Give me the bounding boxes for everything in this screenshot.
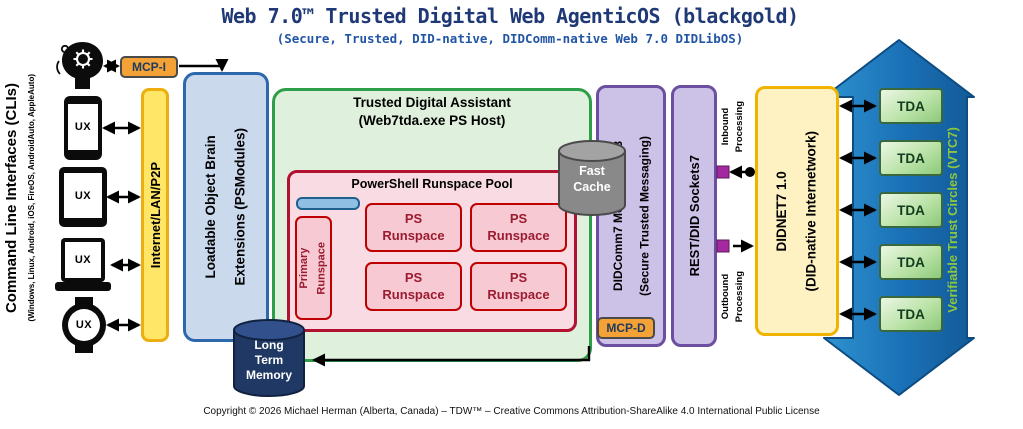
watch-strap — [75, 345, 93, 353]
tda-host-title: Trusted Digital Assistant (Web7tda.exe P… — [353, 95, 511, 128]
ux-label: UX — [74, 121, 92, 133]
watch-strap — [75, 297, 93, 305]
didcomm-messaging-box: DIDComm7 Messaging 1.3 (Secure Trusted M… — [596, 85, 666, 347]
ps-runspace-box: PS Runspace — [365, 203, 462, 252]
rest-did-sockets-box: REST/DID Sockets7 — [671, 85, 717, 347]
internet-lan-p2p-bar: Internet/LAN/P2P — [141, 88, 169, 342]
vtc-label: Verifiable Trust Circles (VTC7) — [944, 127, 960, 313]
page-subtitle: (Secure, Trusted, DID-native, DIDComm-na… — [276, 31, 744, 46]
watch-face: UX — [62, 303, 106, 347]
ps-runspace-box: PS Runspace — [470, 203, 567, 252]
copyright-line: Copyright © 2026 Michael Herman (Alberta… — [203, 406, 820, 417]
ps-runspace-box: PS Runspace — [365, 262, 462, 311]
tda-node: TDA — [879, 244, 943, 280]
runspace-pool-title: PowerShell Runspace Pool — [351, 177, 513, 191]
outbound-processing-label-wrap: Outbound Processing — [717, 250, 749, 344]
primary-runspace-label: Primary Runspace — [297, 241, 328, 295]
cli-heading-wrap: Command Line Interfaces (CLIs) — [0, 48, 24, 348]
laptop-base — [55, 282, 111, 291]
long-term-memory-cylinder: Long Term Memory — [231, 318, 307, 398]
ps-runspace-box: PS Runspace — [470, 262, 567, 311]
tda-node: TDA — [879, 296, 943, 332]
laptop-icon: UX — [55, 238, 111, 296]
fast-cache-cylinder: Fast Cache — [556, 138, 628, 218]
brain-extensions-label: Loadable Object Brain Extensions (PSModu… — [203, 128, 248, 286]
watch-icon: UX — [62, 297, 106, 353]
cli-subheading: (Windows, Linux, Android, iOS, FireOS, A… — [26, 74, 36, 322]
brain-extensions-box: Loadable Object Brain Extensions (PSModu… — [183, 72, 269, 342]
cli-subheading-wrap: (Windows, Linux, Android, iOS, FireOS, A… — [24, 48, 38, 348]
cli-heading: Command Line Interfaces (CLIs) — [2, 82, 20, 314]
mcpi-to-brainbox-arrow — [179, 58, 229, 72]
ux-label: UX — [74, 254, 92, 266]
mcp-i-badge: MCP-I — [120, 56, 178, 78]
ai-head-icon — [56, 40, 110, 90]
page-title: Web 7.0™ Trusted Digital Web AgenticOS (… — [221, 4, 799, 28]
internet-lan-p2p-label: Internet/LAN/P2P — [147, 161, 163, 269]
phone-icon: UX — [64, 96, 102, 160]
tda-node: TDA — [879, 88, 943, 124]
fast-cache-label: Fast Cache — [573, 164, 611, 194]
outbound-processing-label: Outbound Processing — [720, 271, 745, 323]
long-term-memory-label: Long Term Memory — [245, 338, 292, 382]
inbound-processing-label: Inbound Processing — [720, 101, 745, 153]
tablet-icon: UX — [59, 167, 107, 227]
ux-label: UX — [74, 189, 92, 202]
tda-node: TDA — [879, 192, 943, 228]
tablet-screen: UX — [64, 173, 102, 218]
inbound-processing-label-wrap: Inbound Processing — [717, 84, 749, 170]
laptop-screen: UX — [61, 238, 105, 282]
phone-screen: UX — [68, 104, 98, 150]
didnet-label: DIDNET7 1.0 (DID-native Internetwork) — [774, 130, 819, 292]
primary-runspace-box: Primary Runspace — [295, 216, 332, 320]
mcp-d-badge: MCP-D — [597, 317, 655, 339]
didnet-box: DIDNET7 1.0 (DID-native Internetwork) — [755, 86, 839, 336]
tda-node: TDA — [879, 140, 943, 176]
ux-label: UX — [75, 319, 93, 331]
rest-did-sockets-label: REST/DID Sockets7 — [686, 155, 702, 277]
pool-queue-bar — [296, 197, 360, 210]
